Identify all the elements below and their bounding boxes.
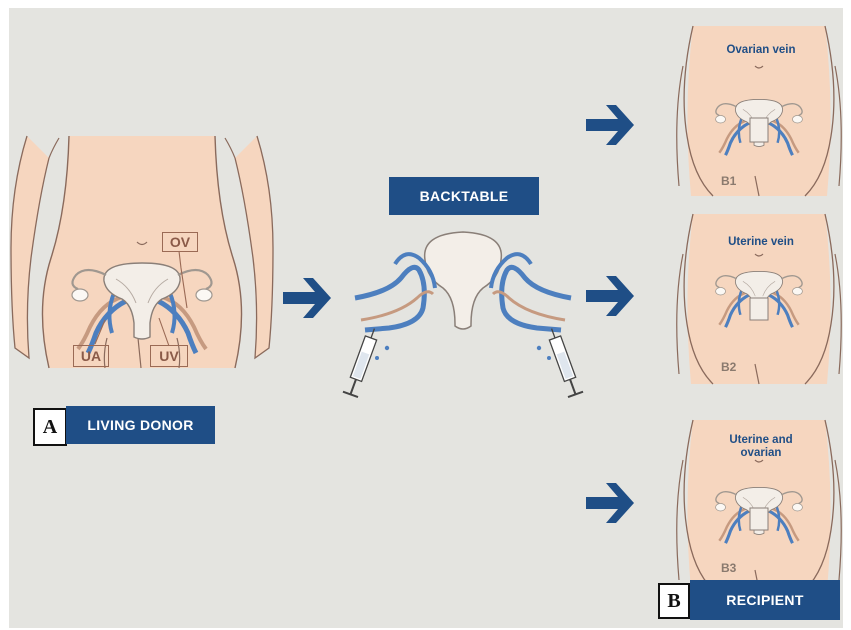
syringe-icon (343, 326, 382, 397)
tag-uv: UV (150, 345, 188, 367)
arrow-right-icon (586, 105, 634, 145)
arrow-right-icon (586, 276, 634, 316)
syringe-icon (544, 326, 583, 397)
tag-ov: OV (162, 232, 198, 252)
arrow-right-icon (586, 483, 634, 523)
panel-title-b3-line2: ovarian (709, 447, 813, 460)
arrow-right-icon (283, 278, 331, 318)
living-donor-label: LIVING DONOR (66, 406, 215, 444)
panel-code-b1: B1 (721, 174, 736, 188)
diagram-svg (9, 8, 843, 628)
tag-ua: UA (73, 345, 109, 367)
panel-title-b3-line1: Uterine and (709, 434, 813, 447)
backtable-uterus (355, 232, 571, 360)
panel-letter-b: B (658, 583, 690, 619)
diagram-canvas: OV UA UV A LIVING DONOR BACKTABLE Ovaria… (9, 8, 843, 628)
panel-code-b2: B2 (721, 360, 736, 374)
panel-letter-a: A (33, 408, 67, 446)
panel-title-b3: Uterine and ovarian (709, 434, 813, 460)
panel-code-b3: B3 (721, 561, 736, 575)
backtable-label: BACKTABLE (389, 177, 539, 215)
panel-title-b2: Uterine vein (709, 236, 813, 249)
recipient-label: RECIPIENT (690, 580, 840, 620)
panel-title-b1: Ovarian vein (709, 44, 813, 57)
